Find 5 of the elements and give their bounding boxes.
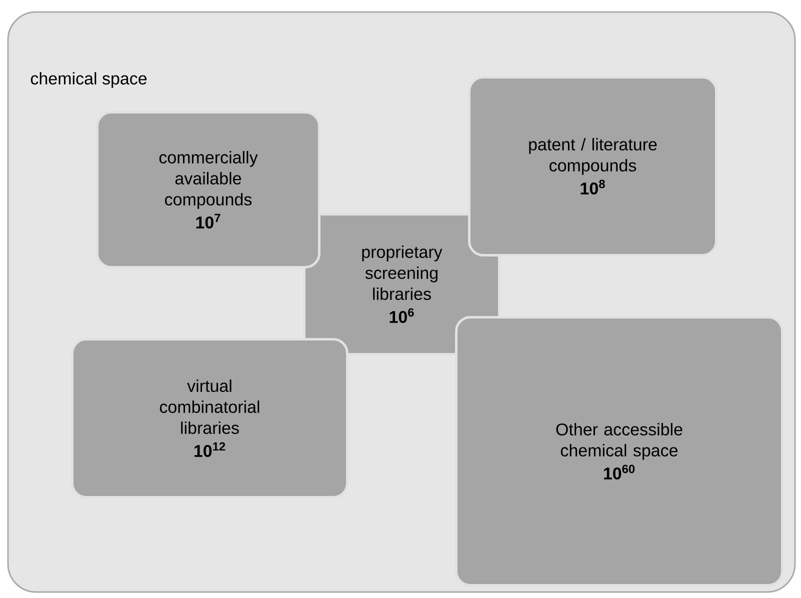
box-heading: chemical space bbox=[30, 72, 147, 88]
library-box: commercially available compounds 10$^{7}$ bbox=[96, 111, 320, 268]
library-box: Other accessible chemical space 10$^{60}$ bbox=[455, 316, 784, 586]
library-box: patent / literature compounds 10$^{8}$ bbox=[468, 76, 718, 256]
library-box: virtual combinatorial libraries 10$^{12}$ bbox=[71, 338, 348, 498]
